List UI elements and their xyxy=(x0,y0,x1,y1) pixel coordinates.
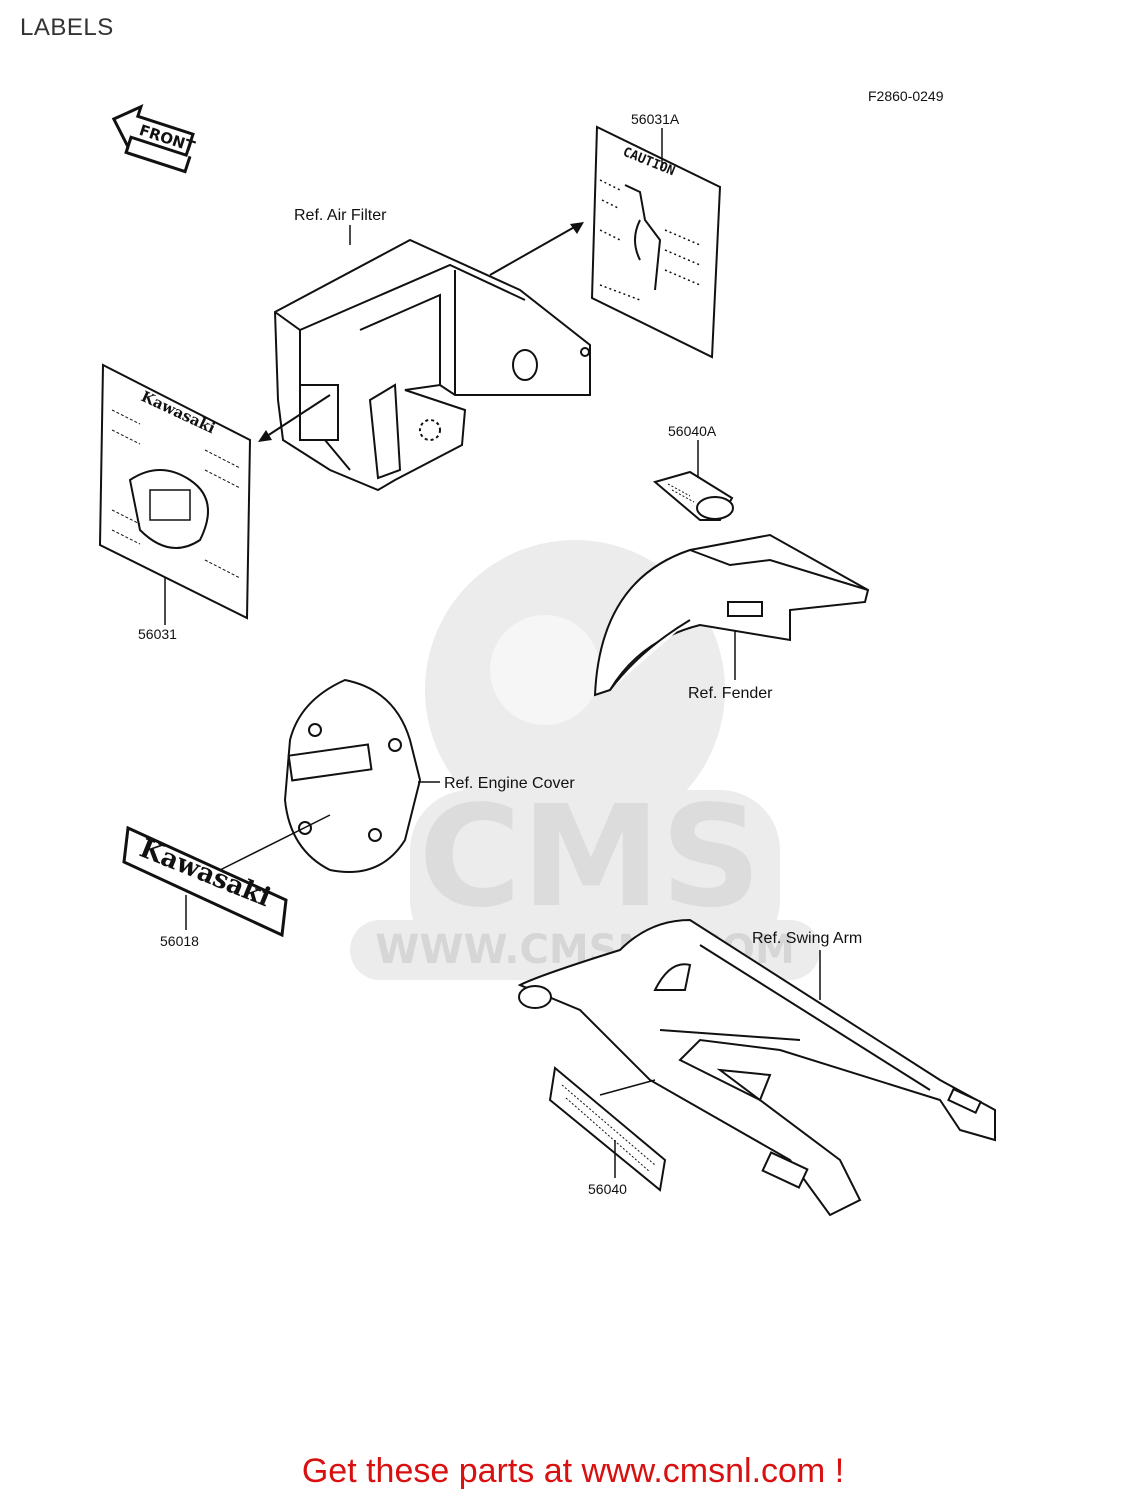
front-arrow-icon: FRONT xyxy=(111,104,198,174)
decal-56040 xyxy=(548,1066,667,1192)
part-56040: 56040 xyxy=(588,1181,627,1197)
decal-56040A xyxy=(652,470,734,521)
watermark-logo-text: CMS xyxy=(419,776,762,939)
label-air-filter: Ref. Air Filter xyxy=(294,207,387,224)
get-parts-link[interactable]: Get these parts at www.cmsnl.com ! xyxy=(301,1452,845,1490)
engine-cover xyxy=(283,678,422,873)
label-swing-arm: Ref. Swing Arm xyxy=(752,930,862,947)
swing-arm xyxy=(517,918,996,1217)
line-56018-to-cover xyxy=(219,814,331,871)
label-engine-cover: Ref. Engine Cover xyxy=(444,775,575,792)
page-title: LABELS xyxy=(20,14,114,41)
line-56040-to-arm xyxy=(599,1079,656,1096)
decal-56031A: CAUTION xyxy=(590,125,722,359)
label-fender: Ref. Fender xyxy=(688,685,773,702)
part-56031A: 56031A xyxy=(631,111,680,127)
arrow-to-56031A xyxy=(489,222,584,276)
figure-code: F2860-0249 xyxy=(868,88,944,104)
part-56040A: 56040A xyxy=(668,423,717,439)
air-filter-housing xyxy=(273,238,591,492)
part-56018: 56018 xyxy=(160,933,199,949)
decal-56031: Kawasaki xyxy=(98,363,252,620)
fender xyxy=(593,533,870,697)
decal-56018: Kawasaki xyxy=(122,825,288,938)
part-56031: 56031 xyxy=(138,626,177,642)
arrow-to-56031 xyxy=(258,394,331,442)
